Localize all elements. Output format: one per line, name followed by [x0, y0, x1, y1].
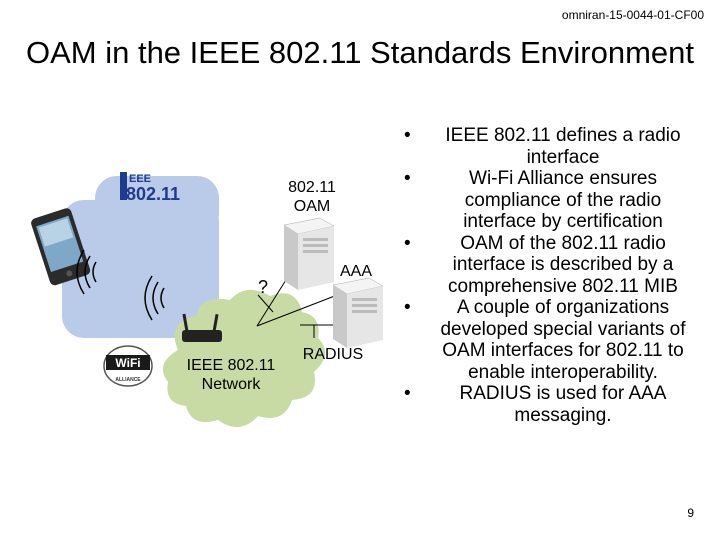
bullet-item: Wi-Fi Alliance ensures compliance of the…: [400, 168, 700, 233]
radio-waves-ap: [144, 275, 165, 321]
document-id: omniran-15-0044-01-CF00: [561, 8, 704, 22]
oam-label-line2: OAM: [293, 198, 331, 215]
ieee-logo-bottom: 802.11: [126, 184, 180, 204]
wifi-logo-subtext: ALLIANCE: [115, 377, 141, 383]
question-mark-label: ?: [257, 277, 268, 297]
oam-server-icon: [283, 217, 335, 290]
bullet-item: RADIUS is used for AAA messaging.: [400, 383, 700, 426]
network-label-line1: IEEE 802.11: [186, 357, 276, 374]
network-label: IEEE 802.11 Network: [178, 356, 284, 394]
bullet-item: IEEE 802.11 defines a radio interface: [400, 125, 700, 168]
oam-label: 802.11 OAM: [282, 178, 342, 216]
wifi-logo-text: WiFi: [115, 356, 140, 370]
aaa-server-icon: [332, 277, 384, 348]
bullet-list: IEEE 802.11 defines a radio interface Wi…: [400, 125, 700, 426]
wifi-alliance-logo: WiFi ALLIANCE: [103, 345, 153, 387]
network-label-line2: Network: [201, 376, 261, 393]
bullet-item: A couple of organizations developed spec…: [400, 297, 700, 383]
page-number: 9: [687, 506, 694, 520]
access-point-icon: [182, 313, 222, 342]
bullet-item: OAM of the 802.11 radio interface is des…: [400, 233, 700, 298]
network-cloud: [162, 289, 326, 428]
slide-title: OAM in the IEEE 802.11 Standards Environ…: [25, 35, 694, 70]
aaa-label: AAA: [339, 263, 372, 280]
ieee-802-11-logo: EEE 802.11: [120, 172, 180, 204]
radio-waves-phone: [76, 249, 97, 295]
radius-label: RADIUS: [302, 346, 364, 363]
oam-label-line1: 802.11: [288, 179, 336, 196]
ieee-logo-top: EEE: [129, 173, 151, 185]
smartphone-icon: [31, 208, 91, 286]
